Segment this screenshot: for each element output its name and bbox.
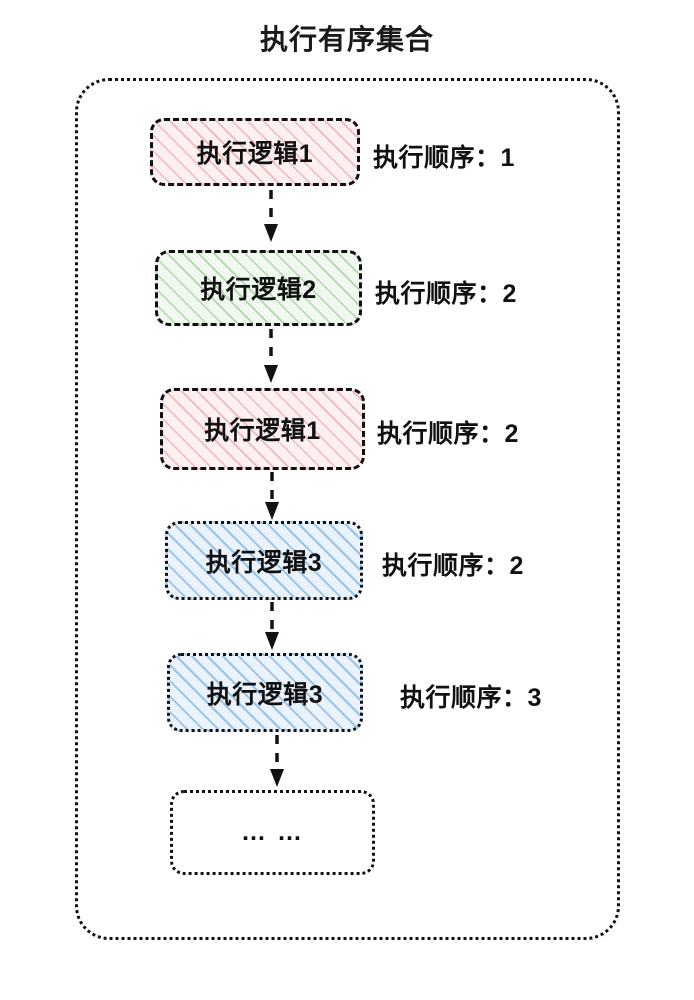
flow-arrow-4: [256, 600, 288, 652]
flow-arrow-2: [255, 327, 287, 387]
flow-node-3-label: 执行逻辑1: [204, 417, 321, 445]
order-label-3: 执行顺序：2: [377, 420, 519, 448]
flow-arrow-1: [255, 188, 287, 246]
flow-node-1-label: 执行逻辑1: [196, 140, 314, 168]
ordered-set-container: [75, 78, 620, 940]
flow-node-1[interactable]: 执行逻辑1: [150, 118, 360, 186]
flow-node-4[interactable]: 执行逻辑3: [165, 521, 363, 600]
flow-node-5-label: 执行逻辑3: [206, 680, 324, 709]
flow-arrow-5: [261, 733, 293, 789]
flow-arrow-3: [256, 470, 288, 522]
page-title: 执行有序集合: [259, 24, 434, 55]
flow-node-4-label: 执行逻辑3: [205, 548, 323, 577]
flow-node-5[interactable]: 执行逻辑3: [167, 653, 363, 732]
order-label-5: 执行顺序：3: [400, 684, 542, 712]
order-label-4: 执行顺序：2: [382, 552, 524, 580]
flow-node-2-label: 执行逻辑2: [200, 276, 317, 304]
order-label-2: 执行顺序：2: [375, 280, 517, 308]
flow-node-2[interactable]: 执行逻辑2: [155, 250, 362, 326]
order-label-1: 执行顺序：1: [373, 144, 515, 172]
flow-node-ellipsis-label: … …: [241, 818, 304, 846]
flow-node-ellipsis[interactable]: … …: [170, 790, 375, 875]
flow-node-3[interactable]: 执行逻辑1: [160, 388, 365, 470]
